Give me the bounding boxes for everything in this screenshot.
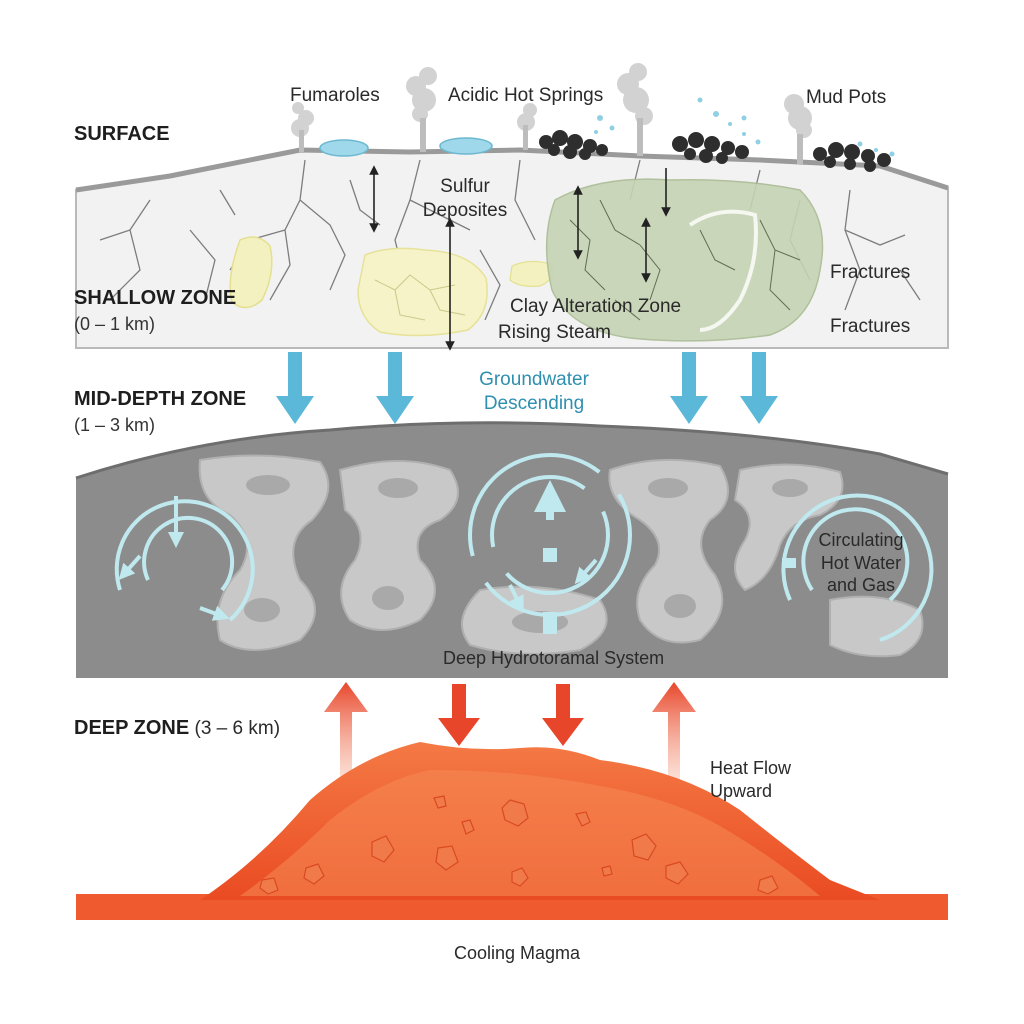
circulation-loop-center [468, 453, 632, 634]
mid-zone-range: (1 – 3 km) [74, 415, 156, 435]
label-acidic-hot-springs: Acidic Hot Springs [448, 85, 604, 106]
label-rising-steam: Rising Steam [498, 322, 611, 343]
shallow-zone-title: SHALLOW ZONE [74, 287, 237, 309]
label-groundwater-line1: Groundwater [479, 369, 589, 390]
mud-pot [539, 130, 608, 160]
surface-features [291, 63, 895, 172]
label-sulfur-deposits: Sulfur Deposites [410, 175, 520, 223]
label-circ-line3: and Gas [826, 575, 896, 595]
shallow-zone-range: (0 – 1 km) [74, 314, 156, 334]
deep-zone-heading: DEEP ZONE (3 – 6 km) [74, 716, 280, 741]
deep-zone-range: (3 – 6 km) [194, 718, 281, 739]
mud-pot [672, 132, 749, 164]
crystals [259, 795, 779, 895]
shallow-zone-slab [75, 147, 949, 351]
mud-pot [813, 142, 891, 172]
label-heat-line1: Heat Flow [710, 758, 792, 778]
label-circ-line1: Circulating [818, 530, 904, 550]
label-fractures-upper: Fractures [830, 262, 911, 283]
label-mud-pots: Mud Pots [806, 87, 887, 108]
surface-title: SURFACE [74, 123, 170, 145]
circulation-loop-right [781, 493, 934, 642]
fumarole-plume [291, 102, 314, 152]
label-heat-flow: Heat Flow Upward [710, 757, 791, 802]
hot-spring-pool [319, 139, 369, 157]
fumarole-plume [617, 63, 653, 156]
mid-depth-zone-slab [75, 421, 949, 678]
label-circulating: Circulating Hot Water and Gas [806, 529, 916, 597]
label-deep-system: Deep Hydrotoramal System [443, 648, 665, 668]
label-heat-line2: Upward [710, 780, 773, 801]
heat-arrows [324, 682, 696, 790]
label-fumaroles: Fumaroles [290, 85, 380, 106]
label-sulfur-line2: Deposites [422, 199, 508, 221]
groundwater-arrows [276, 352, 778, 424]
bubbles [594, 97, 895, 157]
mid-zone-title: MID-DEPTH ZONE [74, 388, 247, 410]
label-groundwater-line2: Descending [483, 392, 585, 414]
porous-rock-network [198, 454, 924, 658]
fumarole-plume [406, 67, 437, 152]
label-circ-line2: Hot Water [820, 552, 902, 573]
sulfur-deposit [229, 236, 273, 309]
cooling-magma-body [76, 742, 948, 920]
label-groundwater: Groundwater Descending [456, 368, 612, 416]
hot-spring-pool [439, 137, 493, 155]
label-sulfur-line1: Sulfur [440, 176, 490, 197]
sulfur-deposit [357, 247, 488, 337]
label-fractures-lower: Fractures [830, 316, 911, 337]
label-cooling-magma: Cooling Magma [454, 943, 581, 963]
sulfur-deposit [509, 260, 553, 287]
circulation-loop-left [114, 496, 255, 622]
label-clay-alteration-zone: Clay Alteration Zone [510, 296, 682, 317]
fumarole-plume [517, 103, 537, 150]
fumarole-plume [784, 94, 812, 164]
deep-zone-title: DEEP ZONE [74, 717, 190, 739]
